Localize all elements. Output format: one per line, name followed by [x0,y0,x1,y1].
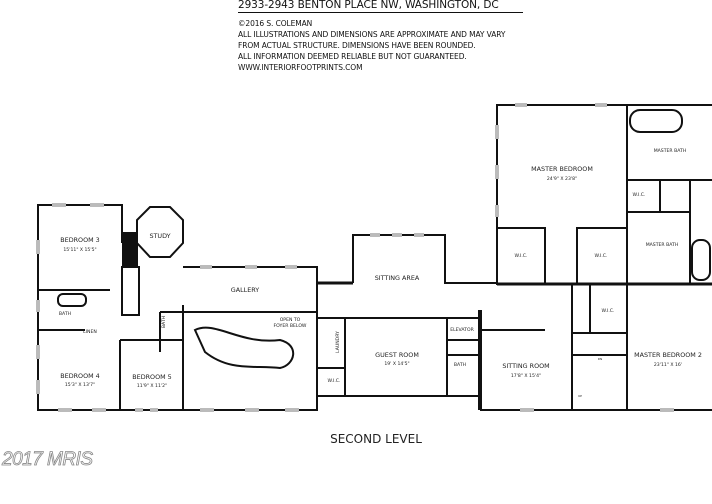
bedroom5-name: BEDROOM 5 [132,373,171,381]
master-bath-top-name: MASTER BATH [654,148,687,154]
study-name: STUDY [149,232,170,240]
gallery-name: GALLERY [231,286,260,294]
wic-master-right-name: W.I.C. [595,253,608,259]
stair-down-label: DN [598,357,603,361]
bath-small-name: BATH [161,316,167,328]
windows [36,103,674,412]
master-bedroom-dims: 24'9" X 23'8" [547,176,577,182]
disclaimer-line-2: FROM ACTUAL STRUCTURE. DIMENSIONS HAVE B… [238,41,476,50]
wic-master-left-name: W.I.C. [515,253,528,259]
copyright: ©2016 S. COLEMAN [238,19,313,28]
wic-lower-name: W.I.C. [602,308,615,314]
guest-room-dims: 19' X 14'5" [384,361,409,367]
master-bedroom2-dims: 23'11" X 16' [654,362,682,368]
property-address-title: 2933-2943 BENTON PLACE NW, WASHINGTON, D… [238,0,523,13]
bath-guest-name: BATH [454,362,466,368]
guest-room-name: GUEST ROOM [375,351,419,359]
linen-name: LINEN [83,329,97,335]
wic-master-small-name: W.I.C. [633,192,646,198]
master-bedroom2-name: MASTER BEDROOM 2 [634,351,702,359]
room-labels: BEDROOM 3 15'11" X 15'5" STUDY GALLERY B… [59,148,702,446]
bedroom4-dims: 15'3" X 13'7" [65,382,95,388]
website: WWW.INTERIORFOOTPRINTS.COM [238,63,363,72]
open-to-foyer-line2: FOYER BELOW [274,323,307,329]
bedroom4-name: BEDROOM 4 [60,372,99,380]
sitting-room-dims: 17'8" X 15'4" [511,373,541,379]
wic-laundry-name: W.I.C. [328,378,341,384]
watermark: 2017 MRIS [2,449,94,471]
bedroom5-dims: 11'9" X 11'2" [137,383,167,389]
stair-up-label: UP [578,394,582,398]
disclaimer-line-3: ALL INFORMATION DEEMED RELIABLE BUT NOT … [238,52,467,61]
bedroom3-name: BEDROOM 3 [60,236,99,244]
sitting-area-name: SITTING AREA [375,274,420,282]
laundry-name: LAUNDRY [335,331,341,353]
level-label: SECOND LEVEL [330,432,422,446]
master-bath-mid-name: MASTER BATH [646,242,679,248]
bedroom3-dims: 15'11" X 15'5" [63,247,96,253]
bath-left-name: BATH [59,311,71,317]
master-bedroom-name: MASTER BEDROOM [531,165,593,173]
open-to-foyer-line1: OPEN TO [280,317,301,323]
disclaimer-line-1: ALL ILLUSTRATIONS AND DIMENSIONS ARE APP… [238,30,506,39]
elevator-name: ELEVATOR [450,327,474,333]
sitting-room-name: SITTING ROOM [502,362,549,370]
walls [37,104,712,411]
